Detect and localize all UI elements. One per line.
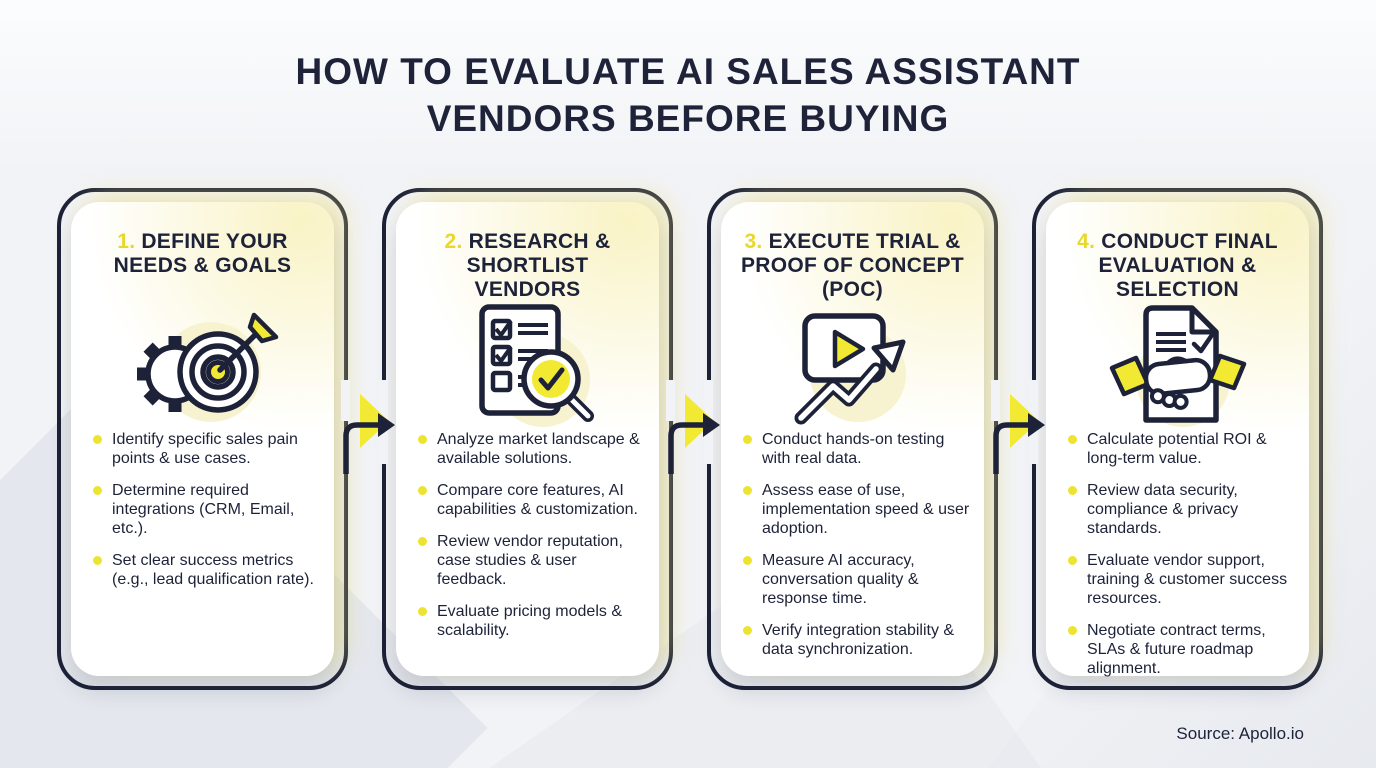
bullet-item: Evaluate vendor support, training & cust…	[1068, 551, 1297, 608]
step-card-1: 1.DEFINE YOUR NEEDS & GOALS	[57, 188, 348, 690]
bullet-dot	[418, 537, 427, 546]
step-1-number: 1.	[117, 230, 136, 253]
bullet-dot	[743, 435, 752, 444]
bullet-item: Evaluate pricing models & scalability.	[418, 602, 647, 640]
step-3-bullet-list: Conduct hands-on testing with real data.…	[743, 430, 972, 672]
bullet-dot	[743, 486, 752, 495]
step-card-2: 2.RESEARCH & SHORTLIST VENDORS	[382, 188, 673, 690]
play-growth-icon	[721, 302, 984, 432]
step-4-title: 4.CONDUCT FINAL EVALUATION & SELECTION	[1062, 230, 1293, 302]
bullet-dot	[1068, 435, 1077, 444]
step-3-number: 3.	[744, 230, 763, 253]
bullet-dot	[418, 607, 427, 616]
step-4-bullet-list: Calculate potential ROI & long-term valu…	[1068, 430, 1297, 691]
bullet-item: Verify integration stability & data sync…	[743, 621, 972, 659]
bullet-dot	[1068, 556, 1077, 565]
target-gear-icon	[71, 302, 334, 432]
bullet-item: Conduct hands-on testing with real data.	[743, 430, 972, 468]
step-1-bullet-list: Identify specific sales pain points & us…	[93, 430, 322, 602]
flow-arrow-icon	[332, 378, 396, 477]
step-card-2-body: 2.RESEARCH & SHORTLIST VENDORS	[396, 202, 659, 676]
bullet-dot	[93, 435, 102, 444]
bullet-item: Determine required integrations (CRM, Em…	[93, 481, 322, 538]
bullet-item: Identify specific sales pain points & us…	[93, 430, 322, 468]
step-2-title: 2.RESEARCH & SHORTLIST VENDORS	[412, 230, 643, 302]
step-3-title: 3.EXECUTE TRIAL & PROOF OF CONCEPT (POC)	[737, 230, 968, 302]
checklist-magnifier-icon	[396, 302, 659, 432]
step-card-1-body: 1.DEFINE YOUR NEEDS & GOALS	[71, 202, 334, 676]
bullet-dot	[93, 486, 102, 495]
bullet-dot	[743, 556, 752, 565]
step-card-4-body: 4.CONDUCT FINAL EVALUATION & SELECTION	[1046, 202, 1309, 677]
bullet-dot	[418, 486, 427, 495]
bullet-dot	[418, 435, 427, 444]
bullet-item: Review data security, compliance & priva…	[1068, 481, 1297, 538]
source-attribution: Source: Apollo.io	[1176, 724, 1304, 743]
step-4-title-text: CONDUCT FINAL EVALUATION & SELECTION	[1098, 230, 1278, 301]
bullet-item: Analyze market landscape & available sol…	[418, 430, 647, 468]
document-handshake-icon	[1046, 302, 1309, 432]
step-1-title-text: DEFINE YOUR NEEDS & GOALS	[113, 230, 292, 277]
step-4-number: 4.	[1077, 230, 1096, 253]
bullet-item: Calculate potential ROI & long-term valu…	[1068, 430, 1297, 468]
bullet-dot	[93, 556, 102, 565]
page-title: HOW TO EVALUATE AI SALES ASSISTANT VENDO…	[295, 51, 1081, 139]
bullet-item: Assess ease of use, implementation speed…	[743, 481, 972, 538]
step-3-title-text: EXECUTE TRIAL & PROOF OF CONCEPT (POC)	[741, 230, 964, 301]
step-2-number: 2.	[444, 230, 463, 253]
step-card-3: 3.EXECUTE TRIAL & PROOF OF CONCEPT (POC)…	[707, 188, 998, 690]
step-card-3-body: 3.EXECUTE TRIAL & PROOF OF CONCEPT (POC)…	[721, 202, 984, 676]
step-2-bullet-list: Analyze market landscape & available sol…	[418, 430, 647, 653]
bullet-item: Review vendor reputation, case studies &…	[418, 532, 647, 589]
bullet-dot	[1068, 486, 1077, 495]
bullet-item: Set clear success metrics (e.g., lead qu…	[93, 551, 322, 589]
bullet-item: Negotiate contract terms, SLAs & future …	[1068, 621, 1297, 678]
step-1-title: 1.DEFINE YOUR NEEDS & GOALS	[87, 230, 318, 278]
flow-arrow-icon	[657, 378, 721, 477]
bullet-dot	[1068, 626, 1077, 635]
flow-arrow-icon	[982, 378, 1046, 477]
bullet-item: Compare core features, AI capabilities &…	[418, 481, 647, 519]
bullet-dot	[743, 626, 752, 635]
step-2-title-text: RESEARCH & SHORTLIST VENDORS	[466, 230, 611, 301]
step-card-4: 4.CONDUCT FINAL EVALUATION & SELECTION	[1032, 188, 1323, 690]
bullet-item: Measure AI accuracy, conversation qualit…	[743, 551, 972, 608]
